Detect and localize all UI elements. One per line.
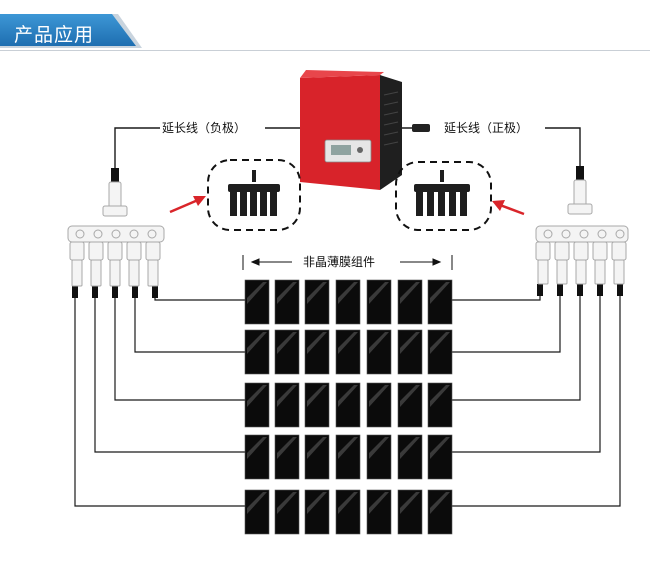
pointer-arrow-icon <box>492 200 525 216</box>
solar-panel-icon <box>244 434 270 480</box>
solar-panel-icon <box>335 434 361 480</box>
extension-wire-negative <box>114 127 300 180</box>
solar-panel-icon <box>366 382 392 428</box>
branch-connector-icon <box>228 170 280 216</box>
label-panel-array: 非晶薄膜组件 <box>303 254 375 269</box>
wire-negative <box>94 290 245 453</box>
wire-plug <box>72 286 78 298</box>
solar-panel-icon <box>427 279 453 325</box>
solar-panel-icon <box>244 279 270 325</box>
solar-panel-array <box>244 279 453 535</box>
wire-plug <box>92 286 98 298</box>
pointer-arrow-icon <box>169 196 206 214</box>
solar-panel-icon <box>274 434 300 480</box>
wire-plug <box>597 284 603 296</box>
inverter-plug <box>412 124 430 132</box>
solar-panel-icon <box>397 489 423 535</box>
wire-positive <box>452 288 541 301</box>
wire-plug <box>617 284 623 296</box>
extension-plug-left <box>111 168 119 182</box>
wire-positive <box>452 288 621 507</box>
wire-plug <box>557 284 563 296</box>
solar-panel-icon <box>304 329 330 375</box>
inverter-icon <box>300 70 402 190</box>
page-title: 产品应用 <box>14 24 95 46</box>
wire-plug <box>537 284 543 296</box>
wire-plug <box>132 286 138 298</box>
solar-panel-icon <box>366 329 392 375</box>
combiner-left <box>67 181 165 287</box>
extension-wire-positive <box>398 127 581 175</box>
wire-positive <box>452 288 561 353</box>
solar-panel-icon <box>304 434 330 480</box>
branch-connector-callout-left <box>207 159 301 231</box>
solar-panel-icon <box>397 329 423 375</box>
wire-negative <box>134 290 245 353</box>
solar-panel-icon <box>366 434 392 480</box>
solar-panel-icon <box>335 489 361 535</box>
solar-panel-icon <box>244 489 270 535</box>
solar-panel-icon <box>304 489 330 535</box>
wire-plug <box>577 284 583 296</box>
solar-panel-icon <box>427 382 453 428</box>
branch-connector-icon <box>414 170 470 216</box>
solar-panel-icon <box>304 279 330 325</box>
solar-panel-icon <box>244 329 270 375</box>
wire-negative <box>114 290 245 401</box>
branch-connector-callout-right <box>395 161 492 231</box>
solar-panel-icon <box>397 434 423 480</box>
label-extension-negative: 延长线（负极） <box>162 121 246 135</box>
section-header: 产品应用 <box>0 0 650 56</box>
solar-panel-icon <box>397 382 423 428</box>
solar-panel-icon <box>335 329 361 375</box>
solar-panel-icon <box>244 382 270 428</box>
solar-panel-icon <box>335 382 361 428</box>
solar-panel-icon <box>274 382 300 428</box>
wire-plug <box>152 286 158 298</box>
wires <box>72 284 623 507</box>
panel-array-width-marker <box>242 255 453 270</box>
solar-panel-icon <box>274 489 300 535</box>
wire-plug <box>112 286 118 298</box>
wire-negative <box>74 290 245 507</box>
solar-panel-icon <box>397 279 423 325</box>
solar-panel-icon <box>274 329 300 375</box>
solar-panel-icon <box>335 279 361 325</box>
header-divider <box>0 50 650 51</box>
solar-panel-icon <box>366 279 392 325</box>
solar-panel-icon <box>304 382 330 428</box>
extension-plug-right <box>576 166 584 180</box>
solar-panel-icon <box>427 489 453 535</box>
combiner-right <box>535 179 629 285</box>
wire-positive <box>452 288 601 453</box>
header-tab-shape <box>0 14 142 48</box>
wire-negative <box>154 290 245 301</box>
wire-positive <box>452 288 581 401</box>
solar-panel-icon <box>427 329 453 375</box>
solar-panel-icon <box>366 489 392 535</box>
label-extension-positive: 延长线（正极） <box>444 121 528 135</box>
solar-panel-icon <box>427 434 453 480</box>
solar-panel-icon <box>274 279 300 325</box>
